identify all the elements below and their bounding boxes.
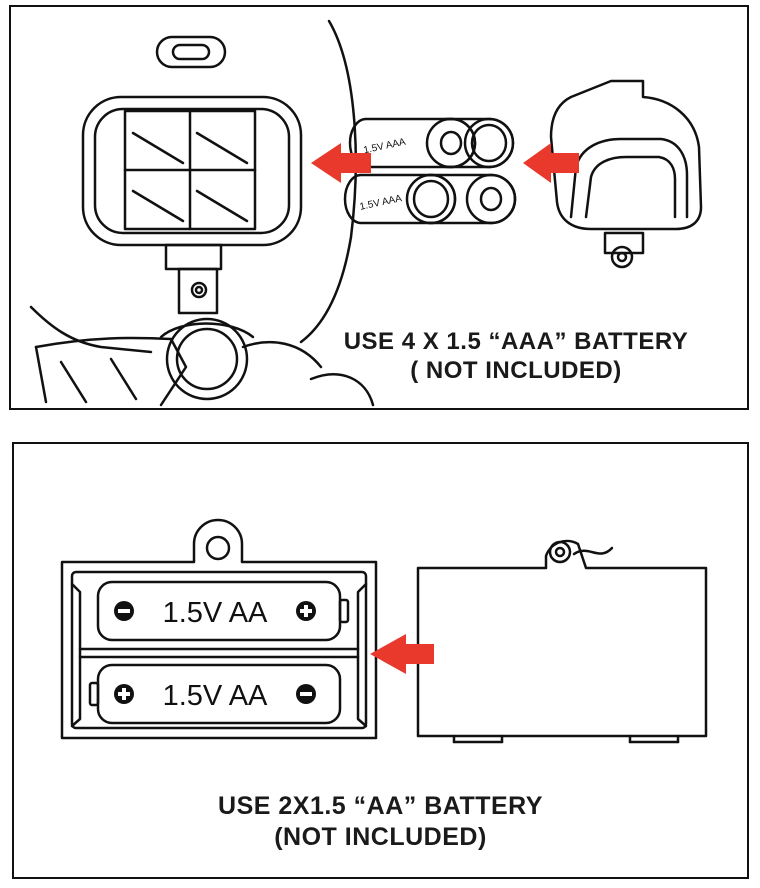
aa-battery-cover [416,539,708,744]
aaa-battery-label-2: 1.5V AAA [359,193,403,213]
aa-caption-line2: (NOT INCLUDED) [274,823,487,851]
minus-terminal-icon [296,684,316,704]
insert-arrow-icon [523,143,579,183]
aa-compartment [60,518,378,740]
aaa-battery-panel: 1.5V AAA 1.5V AAA USE 4 X 1.5 “AAA” BATT… [9,5,749,410]
aaa-battery-cover [549,79,703,269]
aa-battery-label-1: 1.5V AA [163,597,268,629]
minus-terminal-icon [114,601,134,621]
aa-battery-label-2: 1.5V AA [163,680,268,712]
aaa-caption-line2: ( NOT INCLUDED) [410,357,622,384]
insert-arrow-icon [370,634,434,674]
plus-terminal-icon [114,684,134,704]
plus-terminal-icon [296,601,316,621]
screw-icon [205,535,231,561]
aaa-caption-line1: USE 4 X 1.5 “AAA” BATTERY [343,328,689,355]
aaa-battery-group [343,117,517,225]
screw-icon [190,281,208,299]
aa-battery-2 [88,663,342,725]
insert-arrow-icon [311,143,371,183]
aaa-caption: USE 4 X 1.5 “AAA” BATTERY ( NOT INCLUDED… [311,327,721,385]
aa-battery-panel: 1.5V AA 1.5V AA USE 2X1.5 “AA” BATTERY (… [12,442,749,879]
top-slot [155,35,227,69]
aa-caption: USE 2X1.5 “AA” BATTERY (NOT INCLUDED) [14,791,747,853]
aaa-installation-illustration: 1.5V AAA 1.5V AAA [29,19,703,407]
aa-caption-line1: USE 2X1.5 “AA” BATTERY [218,792,543,820]
toy-body-outline [299,19,357,344]
screw-icon [548,540,572,564]
aa-battery-1 [96,580,350,642]
aa-installation-illustration: 1.5V AA 1.5V AA [60,518,708,744]
